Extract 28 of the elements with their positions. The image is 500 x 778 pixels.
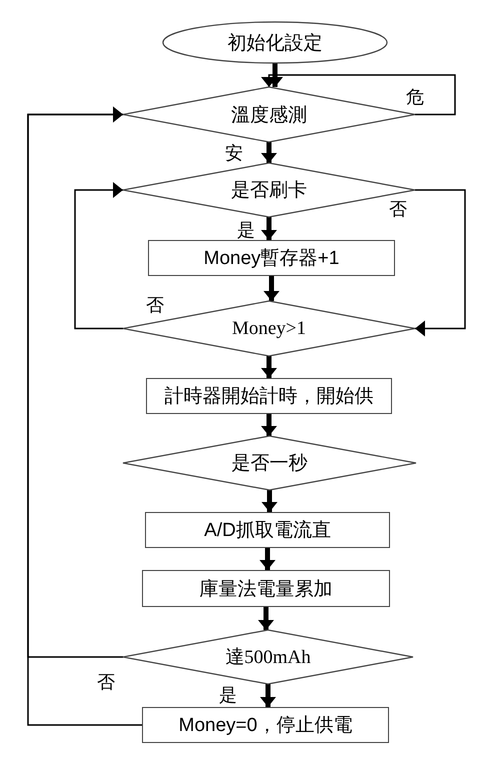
edge-label: 否 [388, 199, 408, 219]
process-box: Money暫存器+1 [148, 240, 395, 276]
edge-label: 是 [218, 685, 238, 705]
arrow [415, 189, 466, 336]
edge-label: 是 [236, 220, 256, 240]
arrow [74, 182, 123, 330]
process-box: A/D抓取電流直 [145, 512, 390, 548]
arrow [264, 276, 280, 301]
arrow [261, 414, 277, 436]
process-box: Money=0，停止供電 [142, 707, 389, 743]
arrow [262, 490, 278, 512]
decision-diamond: 達500mAh [123, 630, 413, 684]
arrow [258, 607, 274, 630]
arrow [261, 74, 456, 116]
decision-diamond: 是否一秒 [123, 436, 416, 490]
arrow [261, 356, 277, 378]
process-box: 庫量法電量累加 [142, 570, 390, 607]
arrow [260, 548, 276, 570]
edge-label: 否 [145, 295, 165, 315]
arrow [261, 142, 277, 163]
edge-label: 安 [224, 143, 244, 163]
arrow [260, 684, 276, 707]
process-box: 計時器開始計時，開始供 [146, 378, 392, 414]
edge-label: 危 [405, 87, 425, 107]
arrow [261, 217, 277, 240]
edge-label: 否 [96, 672, 116, 692]
arrow [27, 106, 142, 726]
start-ellipse: 初始化設定 [163, 22, 387, 63]
